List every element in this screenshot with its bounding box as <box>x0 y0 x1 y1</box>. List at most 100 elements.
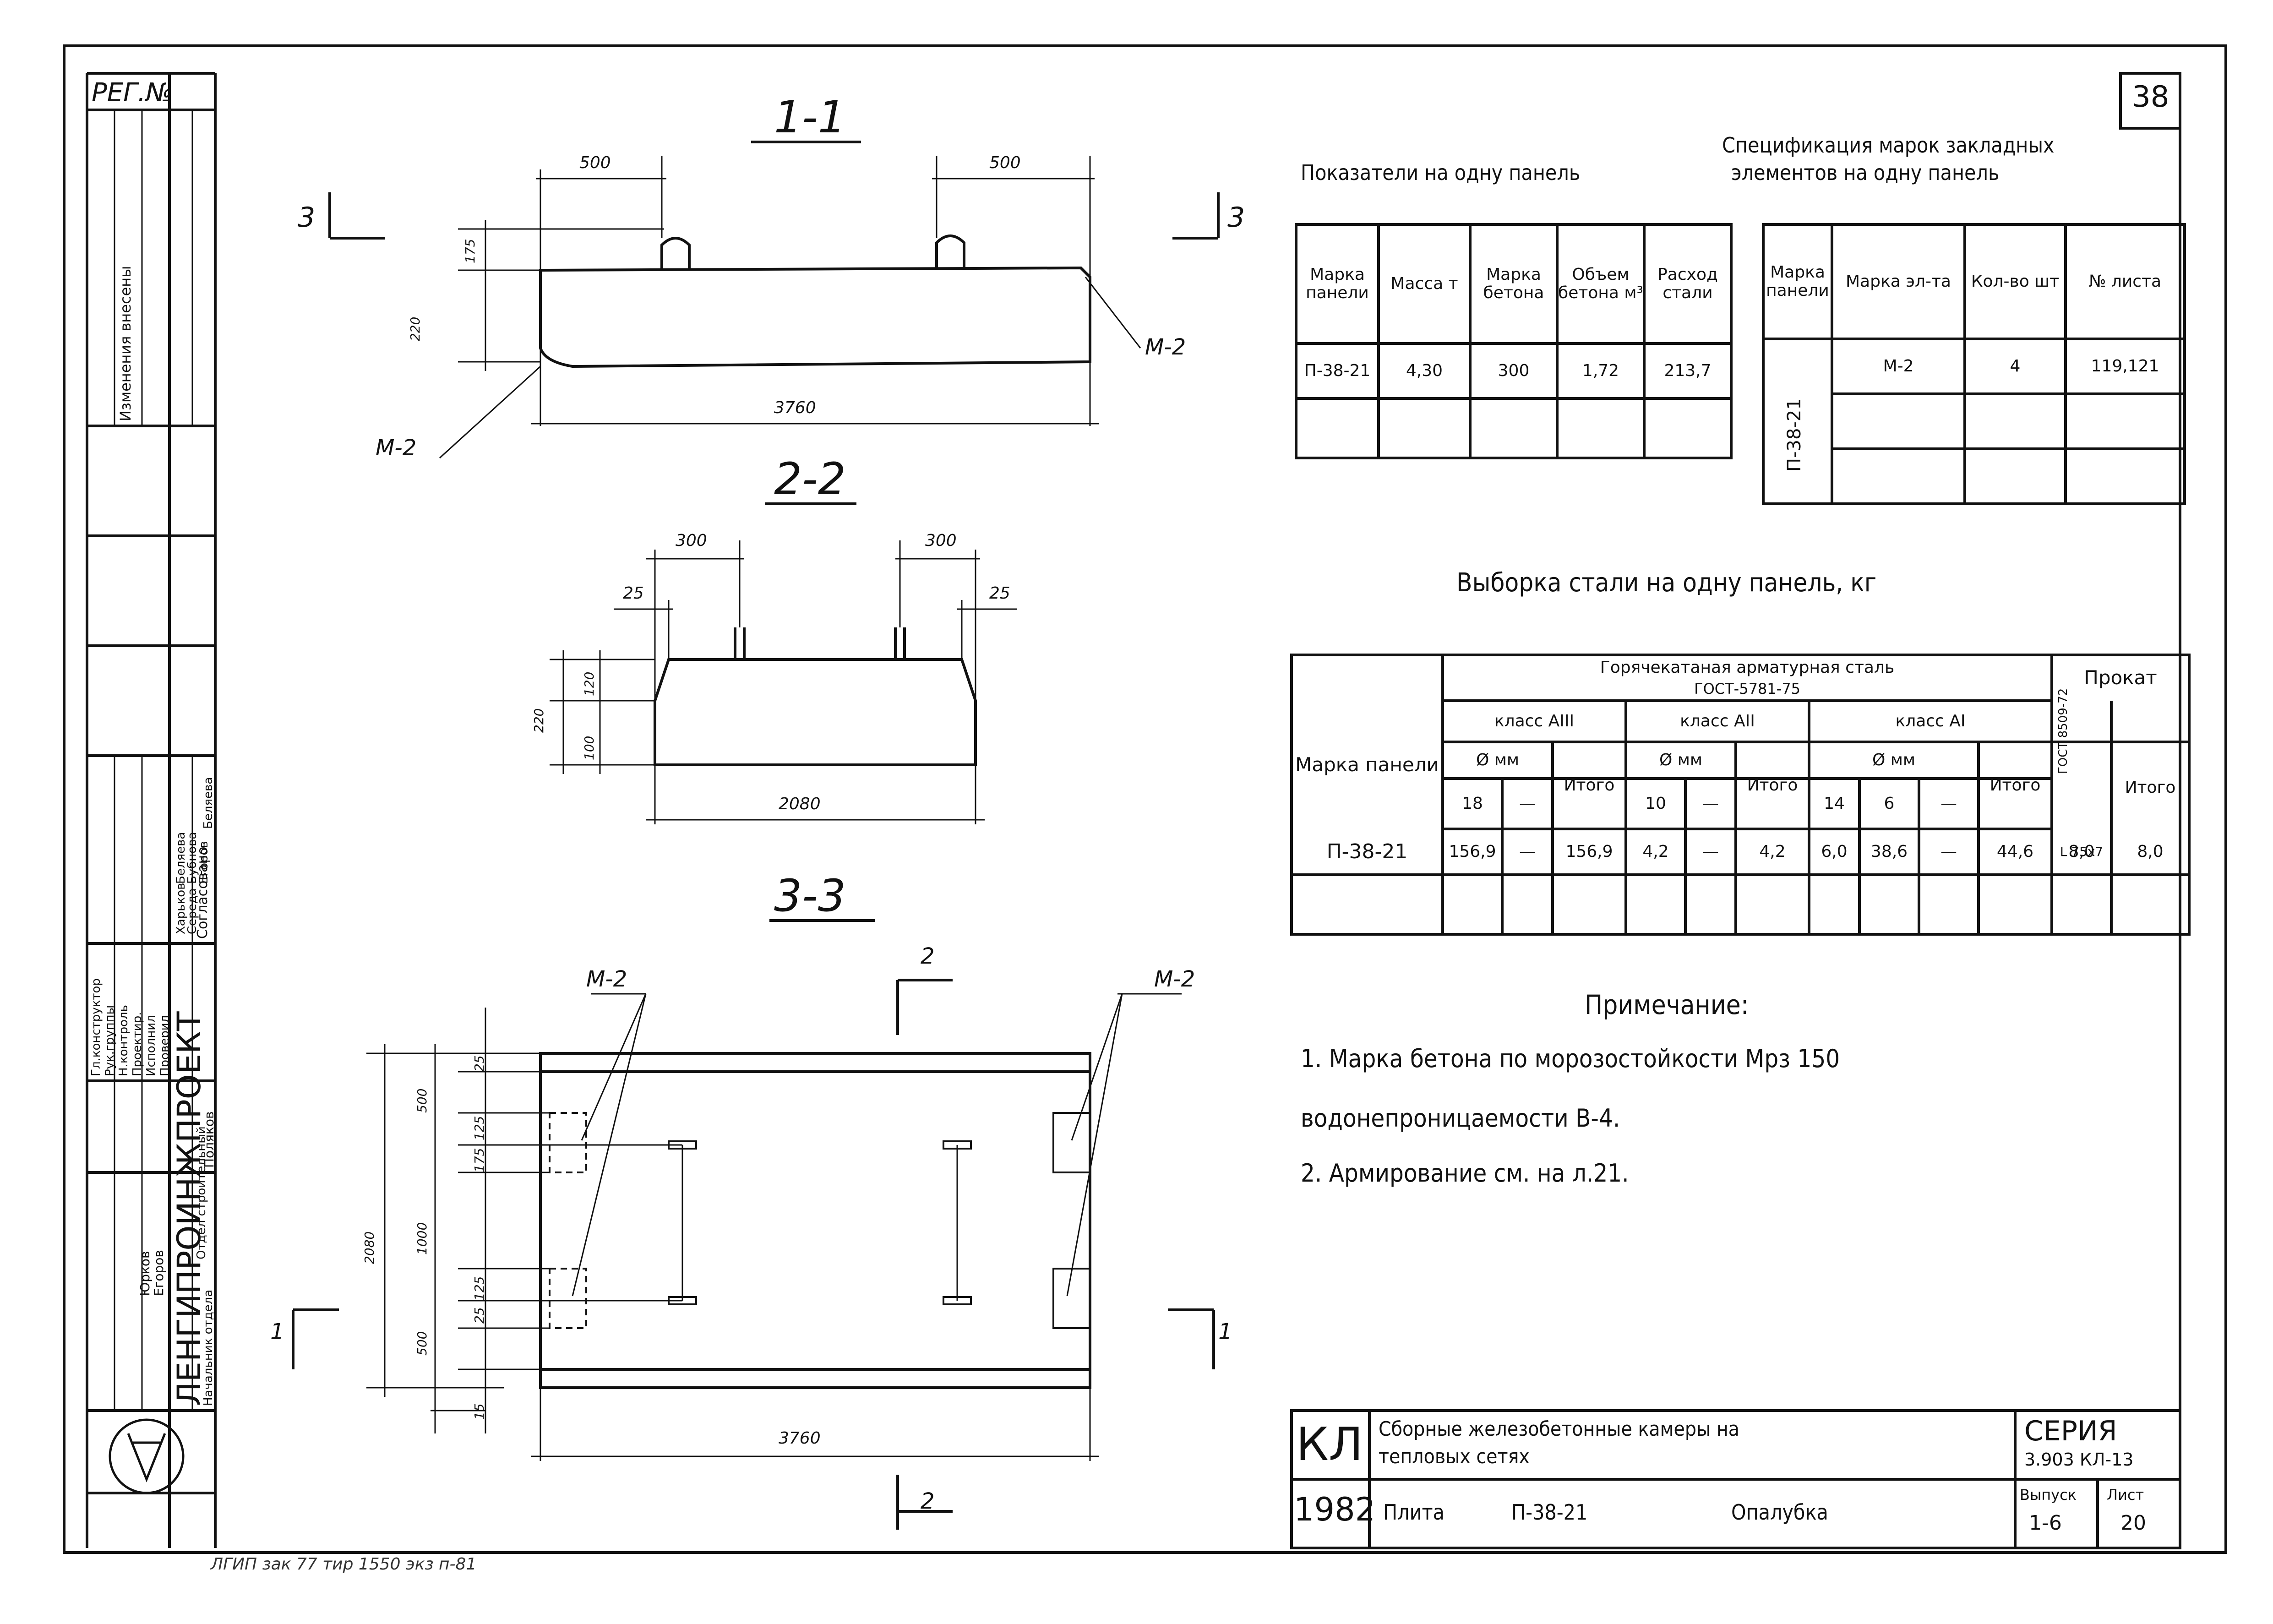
steel-itogo-a2: Итого <box>1747 776 1798 795</box>
side-person-0: Юрков <box>137 1251 153 1296</box>
steel-row-a2-dash: — <box>1702 842 1719 861</box>
side-head: Начальник отдела <box>202 1289 215 1406</box>
steel-d-dash-a3: — <box>1519 794 1536 813</box>
steel-dia-a3: Ø мм <box>1476 751 1520 770</box>
dim-25-left-s22: 25 <box>623 584 644 603</box>
steel-dia-a2: Ø мм <box>1659 751 1703 770</box>
steel-row-panel: П-38-21 <box>1326 839 1408 863</box>
stamp-year: 1982 <box>1294 1491 1376 1528</box>
steel-row-a1-total: 44,6 <box>1996 842 2034 861</box>
dim-500-left: 500 <box>579 153 611 172</box>
spec-title-line1: Спецификация марок закладных <box>1722 133 2055 158</box>
steel-header-hot-rolled-2: ГОСТ-5781-75 <box>1694 680 1800 698</box>
dim-125-a: 125 <box>472 1116 487 1140</box>
dim-2080-s22: 2080 <box>779 795 821 813</box>
steel-dia-a1: Ø мм <box>1872 751 1916 770</box>
steel-class-a2: класс АII <box>1680 712 1755 731</box>
steel-d-dash-a2: — <box>1702 794 1719 813</box>
stamp-vypusk-value: 1-6 <box>2029 1511 2062 1535</box>
dim-120: 120 <box>582 671 597 696</box>
side-role-5: Проверил <box>158 1015 172 1076</box>
cut-2-top: 2 <box>921 943 935 969</box>
side-role-2: Н.контроль <box>117 1005 131 1076</box>
steel-d10: 10 <box>1645 794 1666 813</box>
spec-header-element: Марка эл-та <box>1845 272 1951 291</box>
steel-angle: L 75x7 <box>2060 844 2104 859</box>
dim-300-right: 300 <box>925 531 957 550</box>
side-role-4: Исполнил <box>144 1015 158 1076</box>
dim-300-left: 300 <box>676 531 707 550</box>
steel-row-a2-total: 4,2 <box>1759 842 1786 861</box>
steel-row-a3-dash: — <box>1519 842 1536 861</box>
footer-print-stamp: ЛГИП зак 77 тир 1550 экз п-81 <box>211 1555 477 1574</box>
cut-3-left: 3 <box>298 202 316 234</box>
steel-class-a3: класс АIII <box>1494 712 1575 731</box>
steel-row-prokat-total: 8,0 <box>2137 842 2164 861</box>
steel-itogo-a1: Итого <box>1990 776 2041 795</box>
ind-header-concrete: Марка бетона <box>1483 265 1544 302</box>
spec-header-sheet: № листа <box>2088 272 2162 291</box>
side-person-1: Егоров <box>151 1250 166 1296</box>
stamp-series-label: СЕРИЯ <box>2024 1415 2117 1447</box>
dim-220: 220 <box>408 316 423 341</box>
steel-d6: 6 <box>1884 794 1895 813</box>
mark-m2-s11-right: М-2 <box>1145 334 1186 360</box>
stamp-title-line2: тепловых сетях <box>1379 1445 1530 1468</box>
notes-line1: 1. Марка бетона по морозостойкости Мрз 1… <box>1301 1044 1840 1073</box>
dim-175: 175 <box>463 239 478 263</box>
ind-cell-panel: П-38-21 <box>1304 361 1371 381</box>
steel-d18: 18 <box>1462 794 1483 813</box>
ind-cell-mass: 4,30 <box>1406 361 1443 381</box>
indicators-title: Показатели на одну панель <box>1301 160 1581 185</box>
steel-gost-rotated: ГОСТ 8509-72 <box>2056 688 2070 774</box>
stamp-list-value: 20 <box>2120 1511 2146 1535</box>
dim-100: 100 <box>582 736 597 760</box>
sheet-number: 38 <box>2132 80 2169 114</box>
dim-175-a: 175 <box>472 1148 487 1172</box>
stamp-opalubka: Опалубка <box>1731 1500 1828 1525</box>
ind-cell-steel: 213,7 <box>1664 361 1712 381</box>
ind-header-mass: Масса т <box>1390 274 1458 294</box>
steel-row-a1-6: 38,6 <box>1870 842 1908 861</box>
spec-header-qty: Кол-во шт <box>1971 272 2060 291</box>
steel-row-a1-dash: — <box>1940 842 1957 861</box>
dim-3760-s11: 3760 <box>774 398 816 417</box>
steel-header-hot-rolled-1: Горячекатаная арматурная сталь <box>1600 658 1895 677</box>
steel-header-panel: Марка панели <box>1295 753 1439 776</box>
section-2-2-title: 2-2 <box>774 453 846 505</box>
mark-m2-s33-left: М-2 <box>586 966 627 992</box>
dim-125-b: 125 <box>472 1276 487 1301</box>
dim-25-right-s22: 25 <box>989 584 1010 603</box>
stamp-vypusk-label: Выпуск <box>2020 1486 2077 1504</box>
steel-d-dash-a1: — <box>1940 794 1957 813</box>
dim-500-top-s33: 500 <box>414 1088 430 1113</box>
side-role-1: Рук.группы <box>103 1005 117 1076</box>
sheet-border <box>63 44 2227 1554</box>
side-name-1: Середа <box>185 888 199 934</box>
reg-label: РЕГ.№ <box>92 78 173 108</box>
side-person-2: Поляков <box>202 1111 217 1168</box>
section-1-1-title: 1-1 <box>774 92 846 143</box>
steel-class-a1: класс АI <box>1895 712 1966 731</box>
dim-3760-s33: 3760 <box>779 1429 821 1448</box>
spec-panel-mark: П-38-21 <box>1784 398 1805 472</box>
steel-row-a3-total: 156,9 <box>1565 842 1613 861</box>
steel-itogo-a3: Итого <box>1564 776 1615 795</box>
side-role-3: Проектир. <box>131 1012 144 1076</box>
spec-header-panel: Марка панели <box>1766 263 1829 300</box>
cut-1-left: 1 <box>270 1319 284 1345</box>
cut-3-right: 3 <box>1227 202 1245 234</box>
side-changes: Изменения внесены <box>117 266 134 421</box>
cut-2-bottom: 2 <box>921 1488 935 1514</box>
spec-cell-sheet: 119,121 <box>2091 357 2159 376</box>
ind-cell-concrete: 300 <box>1498 361 1530 381</box>
side-name-4: Бубнова <box>185 832 199 884</box>
stamp-series-value: 3.903 КЛ-13 <box>2024 1450 2134 1470</box>
mark-m2-s11-left: М-2 <box>376 435 417 461</box>
steel-d14: 14 <box>1824 794 1845 813</box>
stamp-plate: Плита <box>1383 1500 1444 1525</box>
side-role-0: Гл.конструктор <box>89 978 103 1076</box>
dim-25-mid-s33: 25 <box>472 1307 487 1324</box>
notes-line3: 2. Армирование см. на л.21. <box>1301 1159 1629 1188</box>
